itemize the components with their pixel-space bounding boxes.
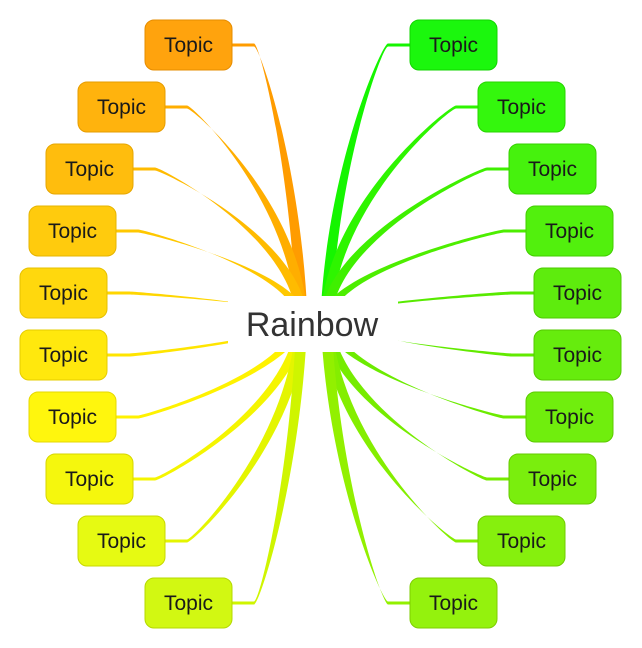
topic-label: Topic (65, 158, 114, 181)
topic-node-right[interactable]: Topic (525, 205, 614, 257)
branch-connector-right (320, 291, 534, 318)
topic-box (508, 453, 597, 505)
topic-label: Topic (48, 220, 97, 243)
topic-label: Topic (497, 96, 546, 119)
branch-connector-left (165, 105, 308, 318)
topic-node-right[interactable]: Topic (477, 515, 566, 567)
topic-box (28, 391, 117, 443)
topic-box (144, 577, 233, 629)
topic-node-left[interactable]: Topic (144, 19, 233, 71)
topic-label: Topic (97, 96, 146, 119)
topic-label: Topic (48, 406, 97, 429)
branch-connector-right (320, 105, 478, 318)
topic-node-left[interactable]: Topic (28, 205, 117, 257)
root-topic-label: Rainbow (246, 306, 379, 344)
topic-node-left[interactable]: Topic (144, 577, 233, 629)
topic-node-left[interactable]: Topic (77, 81, 166, 133)
topic-box (28, 205, 117, 257)
topic-label: Topic (39, 344, 88, 367)
topic-label: Topic (164, 592, 213, 615)
topic-label: Topic (545, 406, 594, 429)
topic-node-right[interactable]: Topic (525, 391, 614, 443)
topic-label: Topic (429, 34, 478, 57)
topic-box (533, 267, 622, 319)
topic-box (19, 267, 108, 319)
topic-box (45, 453, 134, 505)
topic-label: Topic (528, 158, 577, 181)
topic-label: Topic (97, 530, 146, 553)
topic-node-left[interactable]: Topic (19, 267, 108, 319)
branch-connector-left (107, 291, 308, 318)
topic-label: Topic (545, 220, 594, 243)
topic-box (144, 19, 233, 71)
topic-node-left[interactable]: Topic (45, 453, 134, 505)
root-topic-box (228, 296, 398, 352)
topic-label: Topic (39, 282, 88, 305)
topic-label: Topic (65, 468, 114, 491)
topic-label: Topic (528, 468, 577, 491)
topic-node-right[interactable]: Topic (409, 19, 498, 71)
topic-nodes: TopicTopicTopicTopicTopicTopicTopicTopic… (19, 19, 622, 629)
topic-node-right[interactable]: Topic (409, 577, 498, 629)
topic-node-right[interactable]: Topic (533, 329, 622, 381)
topic-box (533, 329, 622, 381)
topic-box (409, 577, 498, 629)
topic-label: Topic (553, 344, 602, 367)
topic-label: Topic (497, 530, 546, 553)
topic-node-right[interactable]: Topic (508, 143, 597, 195)
topic-node-right[interactable]: Topic (533, 267, 622, 319)
topic-label: Topic (553, 282, 602, 305)
topic-node-right[interactable]: Topic (477, 81, 566, 133)
topic-box (508, 143, 597, 195)
topic-box (477, 515, 566, 567)
topic-node-left[interactable]: Topic (77, 515, 166, 567)
topic-box (525, 205, 614, 257)
topic-node-right[interactable]: Topic (508, 453, 597, 505)
topic-node-left[interactable]: Topic (28, 391, 117, 443)
topic-box (45, 143, 134, 195)
topic-node-left[interactable]: Topic (45, 143, 134, 195)
topic-box (19, 329, 108, 381)
topic-box (409, 19, 498, 71)
topic-node-left[interactable]: Topic (19, 329, 108, 381)
topic-box (477, 81, 566, 133)
topic-box (525, 391, 614, 443)
topic-label: Topic (429, 592, 478, 615)
topic-label: Topic (164, 34, 213, 57)
root-topic[interactable]: Rainbow (228, 296, 398, 352)
topic-box (77, 515, 166, 567)
topic-box (77, 81, 166, 133)
